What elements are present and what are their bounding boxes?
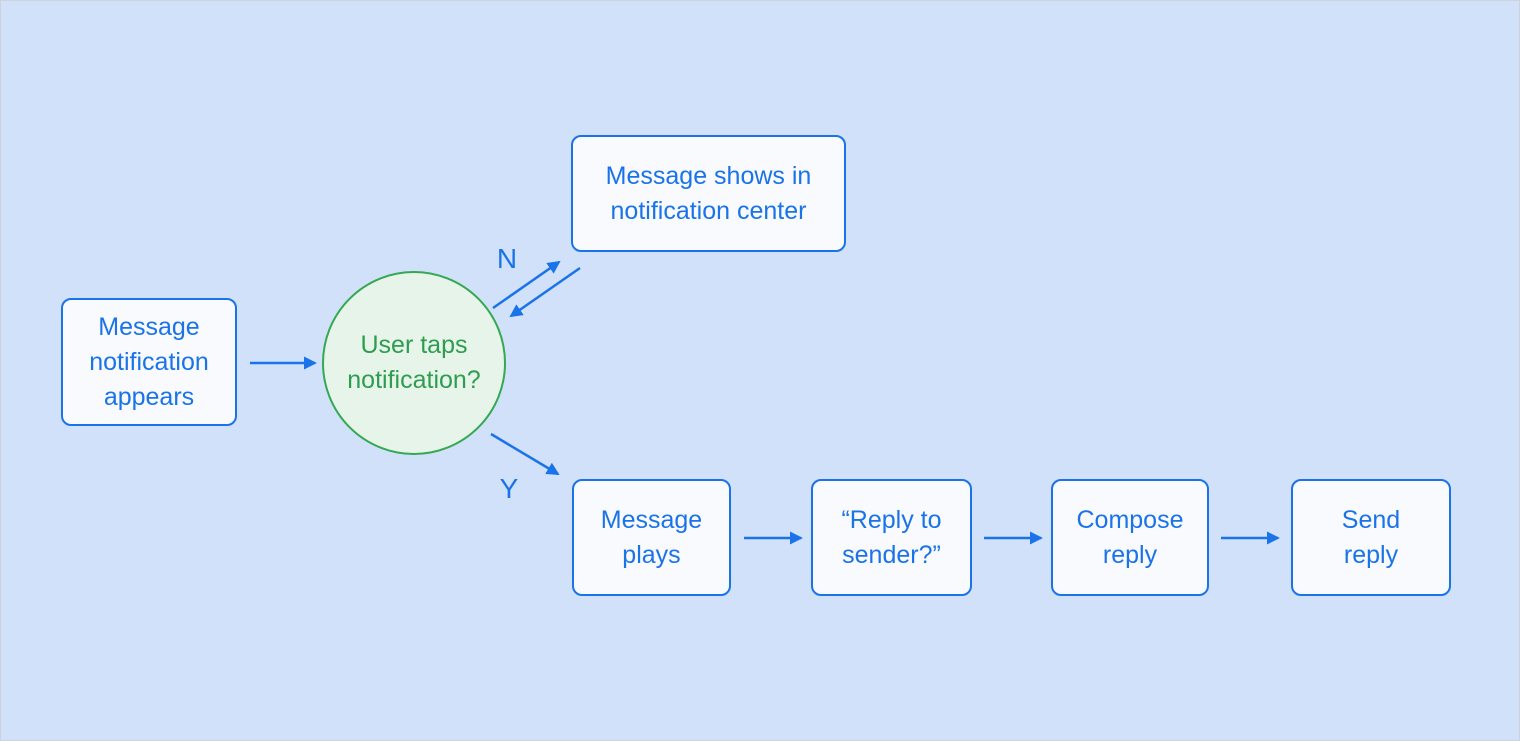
node-message-shows-in-notification-center: Message shows in notification center: [571, 135, 846, 252]
node-label: Message notification appears: [89, 312, 209, 411]
edge-label-yes: Y: [499, 473, 519, 504]
node-label: Message plays: [600, 505, 703, 569]
node-message-plays: Message plays: [572, 479, 731, 596]
node-label: User taps notification?: [347, 331, 481, 394]
node-label: Send reply: [1341, 505, 1401, 569]
node-compose-reply: Compose reply: [1051, 479, 1209, 596]
edge-notification-center-to-decision: [509, 266, 581, 318]
node-label: Message shows in notification center: [605, 161, 812, 225]
node-label: Compose reply: [1076, 505, 1184, 569]
node-message-notification-appears: Message notification appears: [61, 298, 237, 426]
edge-label-no: N: [496, 243, 518, 274]
node-send-reply: Send reply: [1291, 479, 1451, 596]
edge-decision-to-notification-center: [492, 260, 561, 310]
node-user-taps-notification-decision: User taps notification?: [322, 271, 506, 455]
node-reply-to-sender: “Reply to sender?”: [811, 479, 972, 596]
edge-decision-to-message-plays: [490, 432, 560, 476]
node-label: “Reply to sender?”: [841, 505, 942, 569]
